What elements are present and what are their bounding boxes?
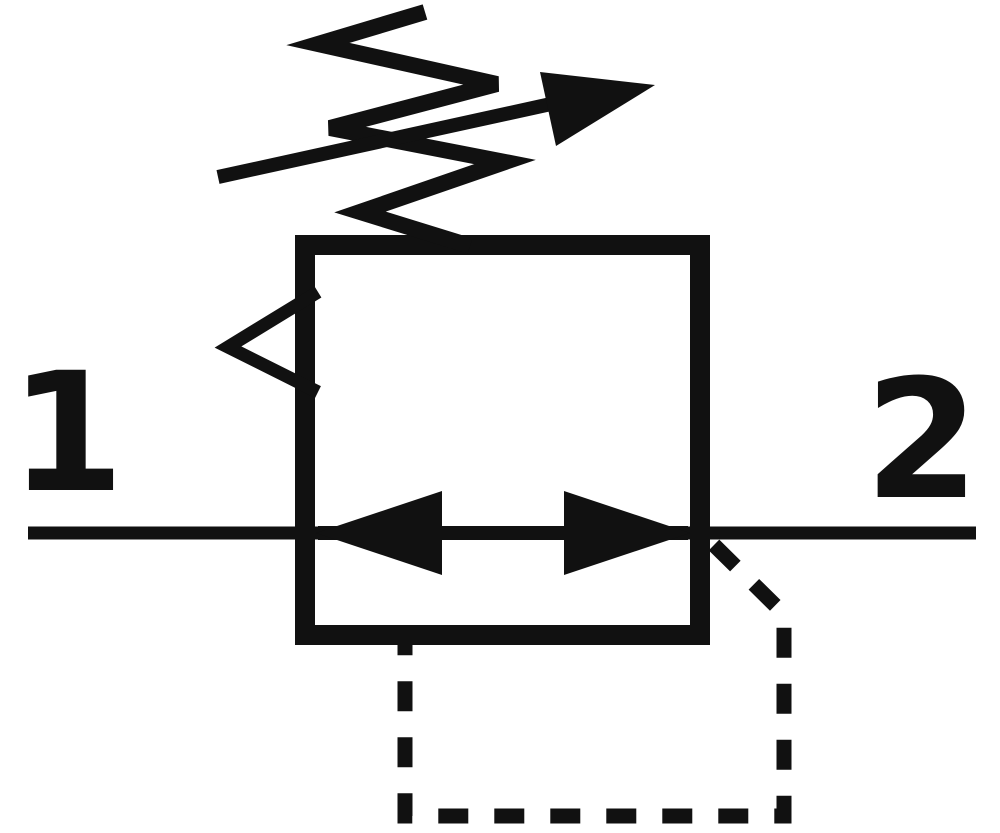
- flow-arrow-right-icon: [564, 491, 690, 575]
- port-2-label: 2: [865, 344, 980, 536]
- port-1-label: 1: [10, 337, 125, 529]
- valve-body-square: [295, 235, 710, 645]
- adjustment-arrow-shaft: [216, 95, 562, 184]
- vent-arrow-icon: [214, 286, 322, 398]
- spring-icon: [286, 4, 536, 254]
- flow-arrow-left-icon: [316, 491, 442, 575]
- adjustment-arrow-head-icon: [540, 72, 655, 146]
- pilot-line-dashed-icon: [397, 539, 792, 824]
